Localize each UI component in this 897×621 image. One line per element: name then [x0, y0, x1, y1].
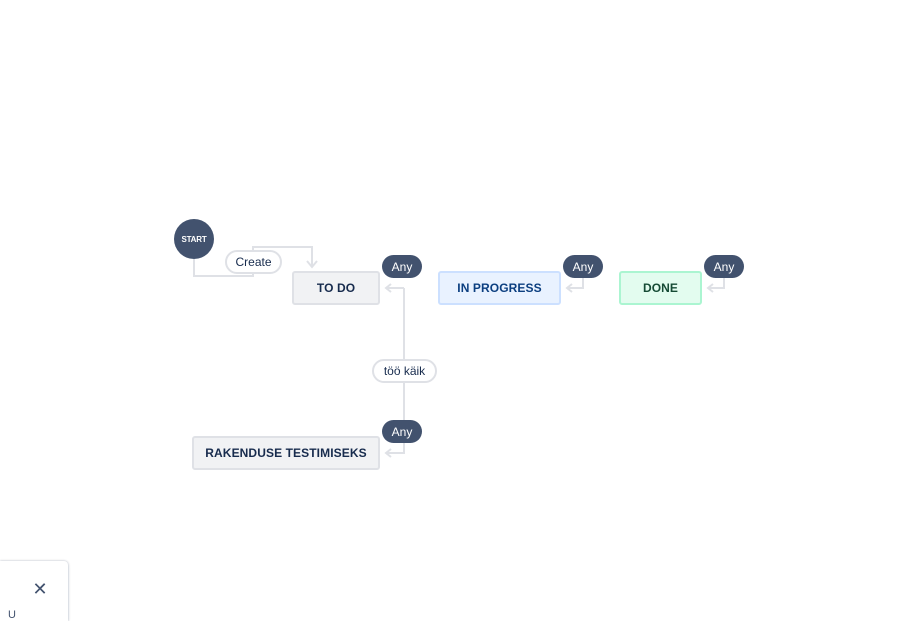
arrowhead-any-done: [706, 283, 714, 293]
panel-text: U: [8, 609, 16, 621]
arrowhead-any-todo: [384, 283, 392, 293]
transition-create-label[interactable]: Create: [225, 250, 282, 274]
edge-any-testing: [387, 443, 405, 454]
arrowhead-any-testing: [384, 448, 392, 458]
close-icon: ✕: [32, 578, 48, 599]
side-panel: ✕ U: [0, 561, 68, 621]
any-transition-todo[interactable]: Any: [382, 255, 422, 278]
edge-any-done: [709, 278, 725, 289]
status-rakenduse-testimiseks[interactable]: RAKENDUSE TESTIMISEKS: [192, 436, 380, 470]
any-transition-in-progress[interactable]: Any: [563, 255, 603, 278]
close-button[interactable]: ✕: [30, 579, 50, 599]
any-transition-testing[interactable]: Any: [382, 420, 422, 443]
arrowhead-any-inprogress: [565, 283, 573, 293]
status-done[interactable]: DONE: [619, 271, 702, 305]
start-node[interactable]: START: [174, 219, 214, 259]
any-transition-done[interactable]: Any: [704, 255, 744, 278]
arrowhead-create: [306, 260, 318, 269]
transition-too-kaik-label[interactable]: töö käik: [372, 359, 437, 383]
status-in-progress[interactable]: IN PROGRESS: [438, 271, 561, 305]
edge-any-inprogress: [568, 278, 584, 289]
status-todo[interactable]: TO DO: [292, 271, 380, 305]
